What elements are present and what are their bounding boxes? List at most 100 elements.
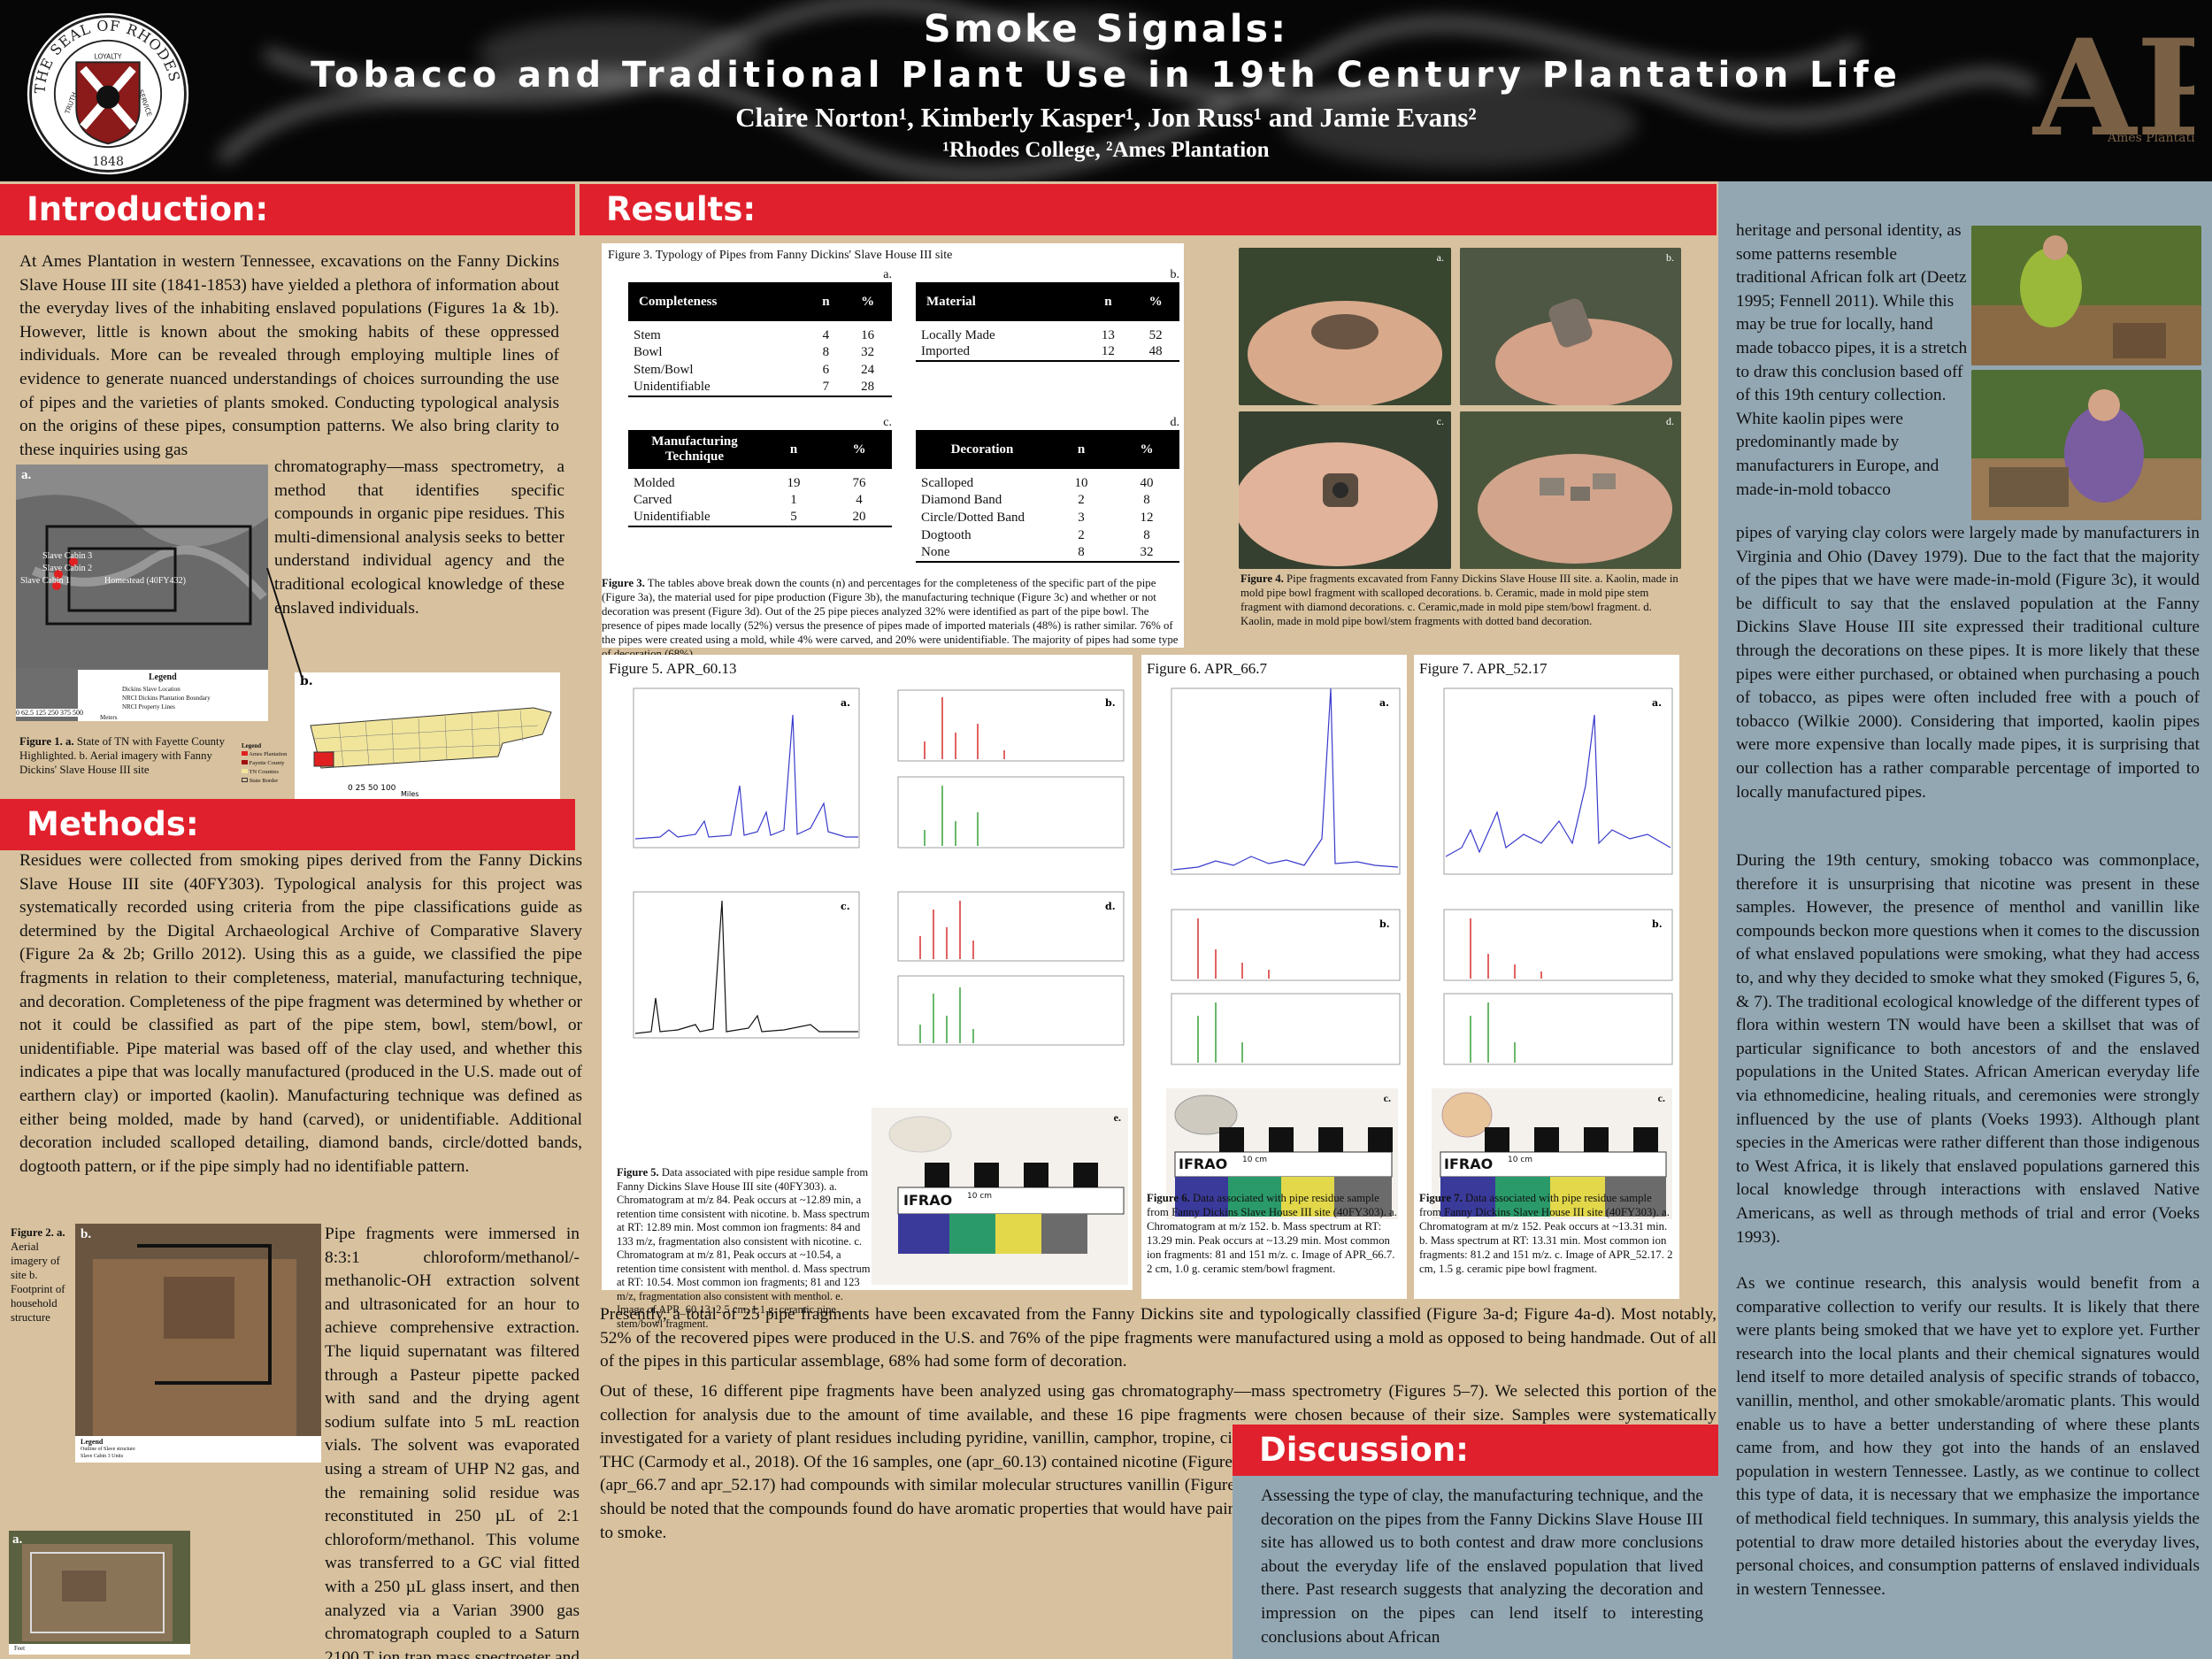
- svg-text:a.: a.: [1652, 697, 1662, 709]
- figure-4c-label: c.: [1436, 415, 1444, 427]
- hand-with-fragment-image: [1460, 411, 1681, 569]
- figure-3-title: Figure 3. Typology of Pipes from Fanny D…: [608, 249, 953, 262]
- figure-4c-photo: c.: [1239, 411, 1451, 569]
- field-photo-bottom: [1971, 370, 2201, 520]
- figure-3-caption: Figure 3. The tables above break down th…: [602, 577, 1179, 660]
- intro-paragraph-2: chromatography—mass spectrometry, a meth…: [274, 457, 565, 618]
- figure-7-caption: Figure 7. Data associated with pipe resi…: [1419, 1192, 1673, 1275]
- svg-text:Miles: Miles: [401, 790, 419, 798]
- figure-6-caption: Figure 6. Data associated with pipe resi…: [1147, 1192, 1397, 1275]
- map-label-cabin2: Slave Cabin 2: [42, 564, 93, 573]
- map-label-cabin3: Slave Cabin 3: [42, 551, 93, 561]
- svg-text:c.: c.: [841, 901, 850, 912]
- poster-authors: Claire Norton¹, Kimberly Kasper¹, Jon Ru…: [735, 102, 1477, 133]
- ifrao-label: IFRAO: [1179, 1156, 1228, 1172]
- figure-5e-photo: IFRAO 10 cm e.: [872, 1108, 1128, 1285]
- svg-text:AP: AP: [2032, 19, 2194, 166]
- smoke-background: [217, 0, 2039, 181]
- figure-1a-label: a.: [21, 468, 32, 482]
- discussion-paragraph-1: Assessing the type of clay, the manufact…: [1261, 1486, 1703, 1647]
- svg-text:b.: b.: [1379, 918, 1390, 930]
- svg-text:b.: b.: [1652, 918, 1663, 930]
- figure-1a-legend-item-2: NRCI Dickins Plantation Boundary: [122, 695, 211, 702]
- svg-text:b.: b.: [1105, 697, 1116, 709]
- figure-4a-photo: a.: [1239, 248, 1451, 405]
- figure-4a-label: a.: [1436, 251, 1444, 264]
- figure-5-title: Figure 5. APR_60.13: [609, 660, 737, 677]
- results-paragraph-2-lead: Out of these, 16 different pipe fragment…: [600, 1382, 1717, 1542]
- figure-2-legend-item-1: Outline of Slave structure: [81, 1447, 135, 1452]
- figure-6-panel: Figure 6. APR_66.7 a. b. IFRAO 10 cm c. …: [1141, 655, 1407, 1299]
- figure-1-caption: Figure 1. a. State of TN with Fayette Co…: [19, 735, 225, 776]
- discussion-paragraph-2: heritage and personal identity, as some …: [1736, 221, 1968, 499]
- field-photo-top: [1971, 226, 2201, 365]
- discussion-paragraph-3: pipes of varying clay colors were largel…: [1736, 524, 2200, 802]
- figure-2-legend-item-2: Slave Cabin 3 Units: [81, 1454, 124, 1459]
- figure-5-panel: Figure 5. APR_60.13 a. b. c. d.: [602, 655, 1133, 1330]
- figure-2-scale-unit: Feet: [14, 1645, 26, 1652]
- hand-with-fragment-image: [1460, 248, 1681, 405]
- figure-6a-chromatogram: a.: [1171, 687, 1401, 875]
- discussion-paragraph-4: During the 19th century, smoking tobacco…: [1736, 851, 2200, 1247]
- figure-2-caption: Figure 2. a. Aerial imagery of site b. F…: [11, 1226, 65, 1324]
- figure-4b-photo: b.: [1460, 248, 1681, 405]
- discussion-box: [1233, 1476, 1721, 1659]
- svg-text:1848: 1848: [92, 155, 124, 169]
- discussion-paragraph-5: As we continue research, this analysis w…: [1736, 1274, 2200, 1599]
- excavation-photo: [1971, 370, 2201, 520]
- figure-5a-chromatogram: a.: [633, 687, 860, 849]
- aerial-imagery: [16, 465, 268, 721]
- methods-paragraph-2-part1: Pipe fragments were immersed in 8:3:1 ch…: [325, 1225, 580, 1659]
- figure-3-panel: Figure 3. Typology of Pipes from Fanny D…: [602, 243, 1184, 660]
- figure-7c-photo: IFRAO 10 cm c.: [1432, 1088, 1672, 1219]
- figure-2-legend-title: Legend: [81, 1438, 104, 1446]
- figure-7b-mass-spectrum: b.: [1443, 909, 1673, 1065]
- figure-2a-label: a.: [12, 1532, 23, 1547]
- svg-text:Ames Plantation: Ames Plantation: [2107, 131, 2194, 145]
- figure-1a-scale: 0 62.5 125 250 375 500: [16, 709, 83, 717]
- ifrao-label: IFRAO: [903, 1192, 953, 1209]
- figure-5e-label: e.: [1113, 1111, 1121, 1124]
- figure-2b-footprint-photo: b. Legend Outline of Slave structure Sla…: [75, 1224, 321, 1463]
- figure-4d-label: d.: [1666, 415, 1674, 427]
- excavation-photo: [1971, 226, 2201, 365]
- figure-1b-tennessee-map: b. 0 25 50 100 Miles: [295, 672, 560, 810]
- figure-7-title: Figure 7. APR_52.17: [1419, 660, 1548, 677]
- figure-2b-label: b.: [81, 1227, 92, 1241]
- methods-heading: Methods:: [0, 799, 575, 850]
- figure-5c-chromatogram: c.: [633, 891, 860, 1039]
- figure-4d-photo: d.: [1460, 411, 1681, 569]
- site-aerial-image: [9, 1531, 190, 1655]
- figure-7a-chromatogram: a.: [1443, 687, 1673, 875]
- ifrao-label: IFRAO: [1444, 1156, 1494, 1172]
- poster-title-line1: Smoke Signals:: [923, 7, 1289, 51]
- svg-text:d.: d.: [1105, 901, 1116, 912]
- figure-7c-label: c.: [1657, 1092, 1665, 1104]
- svg-text:a.: a.: [1379, 697, 1389, 709]
- figure-1a-legend-item-1: Dickins Slave Location: [122, 686, 180, 693]
- figure-5d-mass-spectrum: d.: [897, 891, 1125, 1046]
- ifrao-scale-photo: [888, 1116, 1125, 1254]
- poster-header: THE SEAL OF RHODES COLLEGE 1848 LOYALTY …: [0, 0, 2212, 181]
- methods-paragraph-1: Residues were collected from smoking pip…: [19, 851, 582, 1176]
- ifrao-scale: 10 cm: [1242, 1156, 1268, 1164]
- ifrao-scale: 10 cm: [967, 1192, 993, 1201]
- figure-1a-aerial-map: a. Slave Cabin 3 Slave Cabin 2 Slave Cab…: [16, 465, 268, 721]
- figure-6b-mass-spectrum: b.: [1171, 909, 1401, 1065]
- figure-4-caption: Figure 4. Pipe fragments excavated from …: [1240, 572, 1678, 627]
- results-paragraph-1: Presently, a total of 25 pipe fragments …: [600, 1305, 1717, 1371]
- figure-1-connector: [266, 567, 303, 680]
- figure-1a-legend-title: Legend: [149, 672, 177, 682]
- rhodes-college-seal-logo: THE SEAL OF RHODES COLLEGE 1848 LOYALTY …: [25, 11, 189, 175]
- figure-5b-mass-spectrum: b.: [897, 689, 1125, 849]
- hand-with-fragment-image: [1239, 248, 1451, 405]
- map-label-homestead: Homestead (40FY432): [104, 576, 186, 586]
- ifrao-scale-photo: [1174, 1094, 1393, 1217]
- poster-affiliations: ¹Rhodes College, ²Ames Plantation: [942, 138, 1270, 162]
- results-heading: Results:: [580, 184, 1717, 235]
- figure-1a-legend-item-3: NRCI Property Lines: [122, 703, 175, 710]
- introduction-heading: Introduction:: [0, 184, 575, 235]
